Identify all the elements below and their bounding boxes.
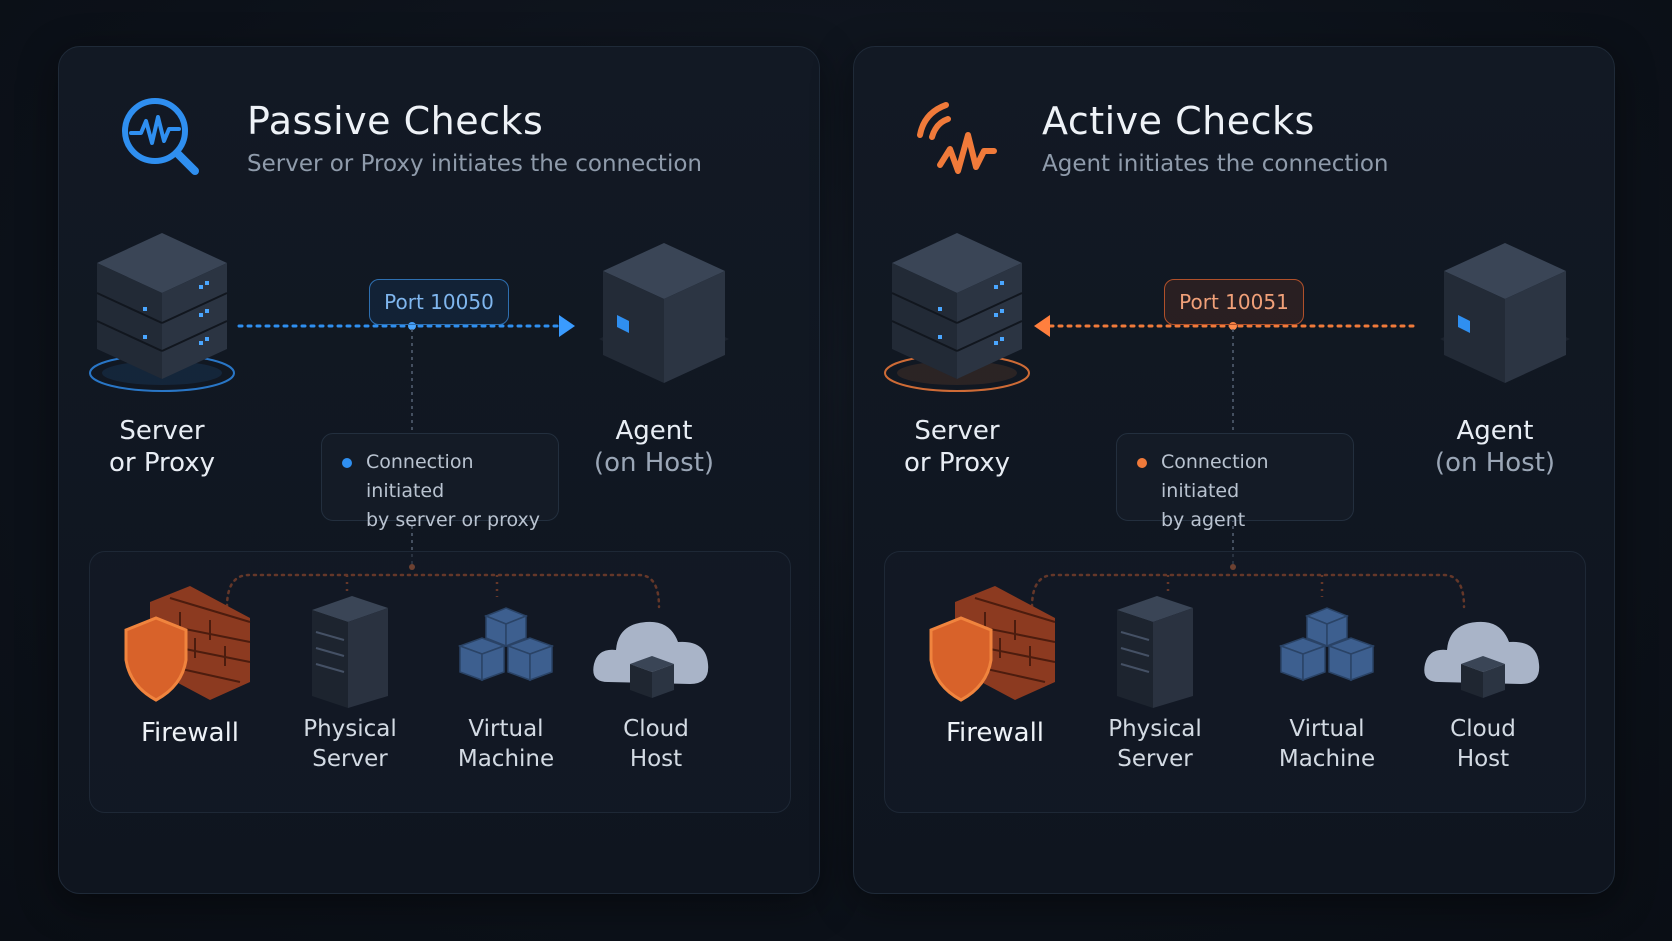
connection-text: Connection initiated by agent [1161, 448, 1349, 535]
physical-label-line2: Server [1117, 746, 1193, 772]
passive-checks-panel: Passive Checks Server or Proxy initiates… [58, 46, 820, 894]
tower-server-icon [1117, 596, 1193, 708]
host-box-icon [599, 243, 729, 383]
cloud-label-line2: Host [629, 746, 683, 772]
physical-server-label: Physical Server [280, 714, 420, 774]
magnifier-pulse-icon [122, 98, 199, 175]
virtual-machine-label: Virtual Machine [436, 714, 576, 774]
connection-text-line1: Connection initiated [366, 451, 474, 502]
agent-label-line2: (on Host) [593, 448, 715, 478]
connection-note: Connection initiated by server or proxy [321, 433, 559, 531]
connection-text-line1: Connection initiated [1161, 451, 1269, 502]
server-rack-icon [884, 233, 1030, 392]
tower-server-icon [312, 596, 388, 708]
virtual-label-line2: Machine [1278, 746, 1376, 772]
physical-label-line1: Physical [1108, 716, 1202, 742]
panel-title: Passive Checks [247, 99, 544, 143]
server-label-line1: Server [119, 416, 205, 446]
cloud-label-line1: Cloud [623, 716, 689, 742]
firewall-shield-icon [929, 586, 1056, 702]
physical-label-line1: Physical [303, 716, 397, 742]
port-badge: Port 10051 [1164, 279, 1304, 325]
connection-dot [342, 458, 352, 468]
virtual-label-line2: Machine [457, 746, 555, 772]
server-rack-icon [89, 233, 235, 392]
connection-text: Connection initiated by server or proxy [366, 448, 554, 535]
cubes-icon [1278, 607, 1376, 682]
server-label: Server or Proxy [892, 415, 1022, 479]
cubes-icon [457, 607, 555, 682]
firewall-shield-icon [124, 586, 251, 702]
port-badge: Port 10050 [369, 279, 509, 325]
cloud-host-label: Cloud Host [586, 714, 726, 774]
panel-subtitle: Server or Proxy initiates the connection [247, 151, 702, 177]
firewall-label: Firewall [945, 718, 1045, 748]
agent-label: Agent (on Host) [589, 415, 719, 479]
cloud-label-line1: Cloud [1450, 716, 1516, 742]
agent-label: Agent (on Host) [1430, 415, 1560, 479]
signal-wave-icon [917, 102, 997, 174]
panel-title: Active Checks [1042, 99, 1315, 143]
monitored-devices: Firewall Physical Server Virtual Machine… [884, 551, 1586, 813]
connection-note: Connection initiated by agent [1116, 433, 1354, 531]
virtual-label-line1: Virtual [468, 716, 544, 742]
agent-label-line1: Agent [615, 416, 693, 446]
cloud-host-icon [593, 621, 709, 698]
monitored-devices: Firewall Physical Server Virtual Machine… [89, 551, 791, 813]
server-label: Server or Proxy [97, 415, 227, 479]
server-label-line1: Server [914, 416, 1000, 446]
physical-label-line2: Server [312, 746, 388, 772]
server-label-line2: or Proxy [108, 448, 216, 478]
connection-text-line2: by agent [1161, 509, 1246, 531]
firewall-label: Firewall [140, 718, 240, 748]
connection-dot [1137, 458, 1147, 468]
cloud-label-line2: Host [1456, 746, 1510, 772]
host-box-icon [1440, 243, 1570, 383]
active-checks-panel: Active Checks Agent initiates the connec… [853, 46, 1615, 894]
agent-label-line2: (on Host) [1434, 448, 1556, 478]
virtual-label-line1: Virtual [1289, 716, 1365, 742]
virtual-machine-label: Virtual Machine [1257, 714, 1397, 774]
panel-subtitle: Agent initiates the connection [1042, 151, 1389, 177]
agent-label-line1: Agent [1456, 416, 1534, 446]
cloud-host-label: Cloud Host [1413, 714, 1553, 774]
connection-text-line2: by server or proxy [366, 509, 540, 531]
physical-server-label: Physical Server [1085, 714, 1225, 774]
server-label-line2: or Proxy [903, 448, 1011, 478]
cloud-host-icon [1424, 621, 1540, 698]
